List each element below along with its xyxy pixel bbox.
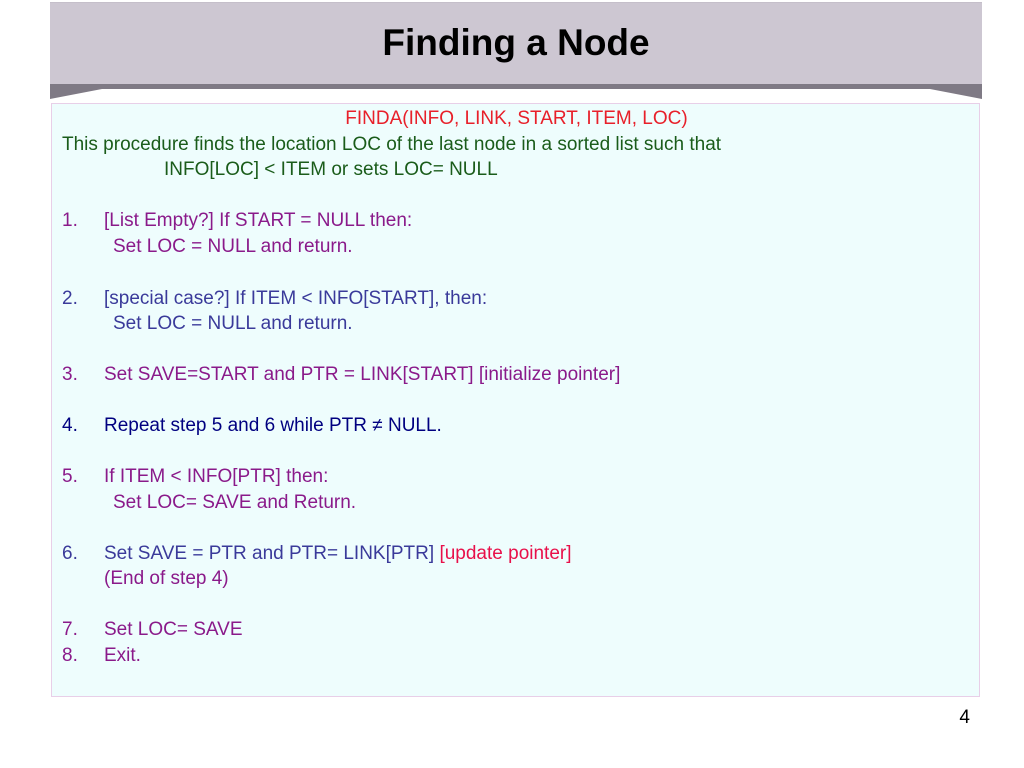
step-6-subtext: (End of step 4) (104, 568, 229, 589)
step-2-text: [special case?] If ITEM < INFO[START], t… (104, 288, 488, 309)
step-1-text: [List Empty?] If START = NULL then: (104, 210, 413, 231)
step-2-subtext: Set LOC = NULL and return. (113, 313, 353, 334)
step-3-text: Set SAVE=START and PTR = LINK[START] [in… (104, 364, 621, 385)
procedure-description-line2: INFO[LOC] < ITEM or sets LOC= NULL (164, 159, 498, 180)
step-7-text: Set LOC= SAVE (104, 619, 243, 640)
step-6-text: Set SAVE = PTR and PTR= LINK[PTR] [updat… (104, 543, 572, 565)
step-1-number: 1. (62, 210, 78, 231)
step-8-text: Exit. (104, 645, 141, 666)
step-1-subtext: Set LOC = NULL and return. (113, 236, 353, 257)
step-8-number: 8. (62, 645, 78, 666)
page-number: 4 (959, 707, 970, 728)
procedure-description-line1: This procedure finds the location LOC of… (62, 134, 722, 155)
step-7-number: 7. (62, 619, 78, 640)
step-4-text: Repeat step 5 and 6 while PTR ≠ NULL. (104, 415, 442, 436)
title-banner: Finding a Node (50, 2, 982, 99)
procedure-box: FINDA(INFO, LINK, START, ITEM, LOC) This… (51, 103, 980, 697)
step-4-number: 4. (62, 415, 78, 436)
step-6-main-text: Set SAVE = PTR and PTR= LINK[PTR] (104, 543, 440, 564)
step-6-comment: [update pointer] (439, 543, 572, 564)
step-2-number: 2. (62, 288, 78, 309)
slide-title: Finding a Node (382, 22, 650, 63)
title-banner-shape (50, 2, 982, 99)
step-6-number: 6. (62, 543, 78, 564)
step-3-number: 3. (62, 364, 78, 385)
step-5-text: If ITEM < INFO[PTR] then: (104, 466, 329, 487)
step-5-subtext: Set LOC= SAVE and Return. (113, 492, 357, 513)
procedure-signature: FINDA(INFO, LINK, START, ITEM, LOC) (345, 108, 688, 129)
step-5-number: 5. (62, 466, 78, 487)
